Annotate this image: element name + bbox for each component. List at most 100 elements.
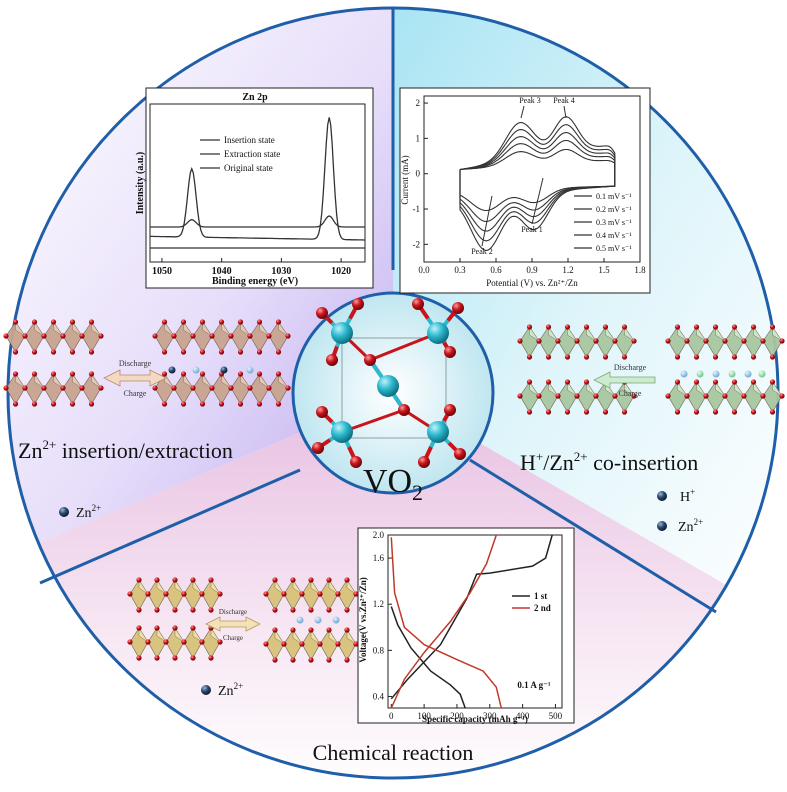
legend-label: 0.3 mV s⁻¹ <box>596 218 632 227</box>
y-axis-label: Voltage(V vs.Zn²⁺/Zn) <box>358 577 368 662</box>
oxygen-atom <box>69 349 76 355</box>
octahedron-face <box>605 326 616 342</box>
octahedron-face <box>624 326 635 342</box>
oxygen-atom <box>693 379 700 385</box>
ion <box>168 366 176 374</box>
oxygen-atom <box>88 349 95 355</box>
oxygen-atom <box>281 591 287 597</box>
octahedron-face <box>772 326 783 342</box>
oxygen-atom <box>693 354 700 360</box>
oxygen-atom <box>545 324 552 330</box>
ion <box>220 366 228 374</box>
oxygen-atom <box>208 577 214 583</box>
arrow-bottom-discharge: Discharge <box>219 608 247 616</box>
chart-title: Zn 2p <box>242 92 268 103</box>
octahedron-face <box>696 381 707 397</box>
x-tick-label: 1050 <box>152 266 172 277</box>
arrow-bottom-charge: Charge <box>223 634 243 642</box>
x-tick-label: 500 <box>549 711 563 721</box>
octahedron-face <box>734 326 745 342</box>
oxygen-atom <box>272 607 278 613</box>
oxygen-atom <box>161 371 168 377</box>
oxygen-atom <box>172 625 178 631</box>
y-tick-label: -2 <box>413 239 421 249</box>
octahedron-face <box>240 321 251 337</box>
oxygen-atom <box>208 607 214 613</box>
ion <box>314 616 322 624</box>
oxygen-atom <box>779 338 785 344</box>
oxygen-atom <box>218 319 225 325</box>
octahedron-face <box>586 381 597 397</box>
oxygen-atom <box>290 657 296 663</box>
oxygen-atom <box>712 324 719 330</box>
oxygen-atom <box>247 333 253 339</box>
oxygen-atom <box>517 393 523 399</box>
oxygen-atom <box>171 333 177 339</box>
oxygen-atom <box>750 379 757 385</box>
oxygen-atom <box>12 371 19 377</box>
oxygen-atom <box>621 324 628 330</box>
oxygen-atom <box>161 319 168 325</box>
oxygen-atom <box>326 657 332 663</box>
oxygen-atom <box>352 298 364 310</box>
oxygen-atom <box>218 349 225 355</box>
oxygen-atom <box>60 333 66 339</box>
peak-annotation: Peak 3 <box>519 96 541 105</box>
oxygen-atom <box>564 354 571 360</box>
oxygen-atom <box>181 591 187 597</box>
oxygen-atom <box>344 627 350 633</box>
oxygen-atom <box>50 319 57 325</box>
oxygen-atom <box>136 655 142 661</box>
oxygen-atom <box>317 591 323 597</box>
oxygen-atom <box>79 385 85 391</box>
oxygen-atom <box>526 409 533 415</box>
oxygen-atom <box>190 385 196 391</box>
oxygen-atom <box>290 607 296 613</box>
peak-annotation: Peak 2 <box>471 247 493 256</box>
arrow-right: Discharge Charge <box>593 363 656 398</box>
title-bottom: Chemical reaction <box>313 740 474 765</box>
octahedron-face <box>310 629 321 645</box>
octahedron-face <box>156 579 167 595</box>
plot-area <box>387 534 563 709</box>
ion <box>696 370 704 378</box>
oxygen-atom <box>171 385 177 391</box>
oxygen-atom <box>266 333 272 339</box>
octahedron-face <box>210 579 221 595</box>
oxygen-atom <box>564 324 571 330</box>
oxygen-atom <box>12 401 19 407</box>
x-tick-label: 0.0 <box>418 265 430 275</box>
x-axis-label: Potential (V) vs. Zn²⁺/Zn <box>486 278 578 288</box>
oxygen-atom <box>136 577 142 583</box>
oxygen-atom <box>190 625 196 631</box>
oxygen-atom <box>237 371 244 377</box>
y-axis-label: Current (mA) <box>400 155 410 204</box>
oxygen-atom <box>154 577 160 583</box>
octahedron-face <box>278 321 289 337</box>
oxygen-atom <box>350 456 362 468</box>
x-tick-label: 1.8 <box>634 265 646 275</box>
oxygen-atom <box>50 401 57 407</box>
arrow-right-discharge: Discharge <box>614 363 647 372</box>
y-tick-label: 0.4 <box>373 691 385 701</box>
oxygen-atom <box>256 401 263 407</box>
oxygen-atom <box>308 607 314 613</box>
oxygen-atom <box>79 333 85 339</box>
octahedron-face <box>715 381 726 397</box>
oxygen-atom <box>769 409 776 415</box>
oxygen-atom <box>308 577 314 583</box>
oxygen-atom <box>621 409 628 415</box>
annotation-pointer <box>563 105 567 119</box>
oxygen-atom <box>564 379 571 385</box>
annotation-pointer <box>481 195 493 247</box>
oxygen-atom <box>127 639 133 645</box>
oxygen-atom <box>247 385 253 391</box>
octahedron-face <box>259 321 270 337</box>
oxygen-atom <box>769 379 776 385</box>
oxygen-atom <box>88 371 95 377</box>
oxygen-atom <box>731 324 738 330</box>
legend-right: H+ Zn2+ <box>657 487 703 535</box>
legend-label: Original state <box>224 163 273 173</box>
octahedron-face <box>183 373 194 389</box>
